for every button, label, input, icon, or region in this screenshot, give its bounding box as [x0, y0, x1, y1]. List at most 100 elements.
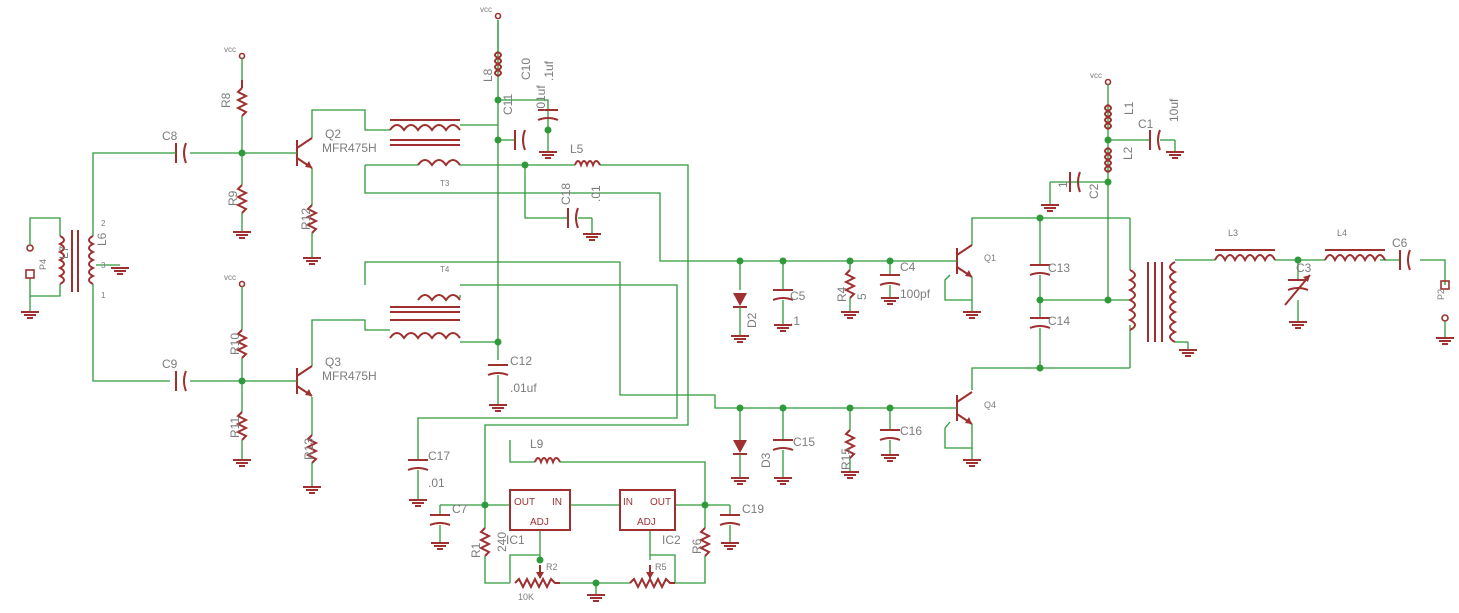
svg-text:.01: .01 [428, 476, 445, 490]
svg-text:L5: L5 [570, 142, 584, 156]
connectors: P4 P2 [25, 225, 1450, 338]
r2-pot: R2 10K [514, 562, 560, 602]
q4: Q4 [944, 391, 996, 460]
r8: R8 [219, 80, 249, 130]
ground-symbol [233, 459, 251, 467]
svg-text:L3: L3 [1228, 228, 1238, 238]
svg-text:IC2: IC2 [662, 533, 681, 547]
r15: R15 [839, 429, 857, 472]
l3: L3 [1214, 228, 1276, 263]
r6: R6 [690, 505, 712, 560]
svg-text:L9: L9 [530, 437, 544, 451]
svg-text:.01: .01 [589, 185, 603, 202]
l2: L2 [1104, 146, 1135, 173]
svg-text:T3: T3 [440, 179, 450, 188]
ground-symbol [539, 151, 557, 159]
svg-text:R9: R9 [226, 190, 240, 206]
ground-symbol [21, 311, 39, 319]
ground-symbol [233, 231, 251, 239]
svg-text:10K: 10K [518, 592, 534, 602]
svg-text:C12: C12 [510, 354, 532, 368]
svg-text:vcc: vcc [224, 45, 236, 54]
c3-variable: C3 [1284, 261, 1312, 306]
c11: C11.01uf [501, 85, 548, 151]
svg-text:ADJ: ADJ [637, 517, 656, 528]
r5-pot: R5 [629, 562, 675, 590]
svg-text:C15: C15 [793, 435, 815, 449]
c8: C8 [162, 129, 187, 164]
l9: L9 [530, 437, 561, 465]
svg-text:C6: C6 [1392, 236, 1408, 250]
svg-text:IN: IN [552, 497, 562, 508]
l1: L1 [1104, 101, 1136, 130]
svg-text:L8: L8 [481, 68, 495, 82]
r9: R9 [226, 175, 249, 232]
svg-text:vcc: vcc [224, 273, 236, 282]
ground-symbol [963, 459, 981, 467]
svg-text:C9: C9 [162, 357, 178, 371]
ground-symbol [303, 486, 321, 494]
svg-text:C2: C2 [1087, 183, 1101, 199]
svg-text:C16: C16 [900, 424, 922, 438]
svg-text:240: 240 [495, 532, 509, 552]
c18: C18.01 [559, 183, 603, 234]
l5: L5 [570, 142, 601, 168]
ground-symbol [963, 311, 981, 319]
svg-text:Q4: Q4 [984, 400, 996, 410]
c10: C10.1uf [519, 58, 559, 121]
ground-symbol [1041, 204, 1059, 212]
ground-symbol [431, 542, 449, 550]
svg-text:D3: D3 [759, 452, 773, 468]
svg-text:IN: IN [623, 497, 633, 508]
svg-text:MFR475H: MFR475H [322, 141, 377, 155]
svg-text:C10: C10 [519, 58, 533, 80]
svg-text:OUT: OUT [650, 497, 671, 508]
capacitors: C8 C9 C10.1uf C11.01uf C18.01 C12.01uf C… [162, 58, 1411, 543]
c13: C13 [1029, 261, 1070, 300]
svg-text:L6: L6 [95, 232, 109, 246]
svg-text:C8: C8 [162, 129, 178, 143]
svg-text:.1: .1 [790, 314, 800, 328]
ground-symbol [1436, 337, 1454, 345]
ground-symbol [409, 499, 427, 507]
vcc-r8: vcc [224, 45, 246, 80]
svg-text:C17: C17 [428, 449, 450, 463]
r11: R11 [228, 405, 249, 460]
svg-text:C13: C13 [1048, 261, 1070, 275]
svg-text:R6: R6 [690, 538, 704, 554]
svg-text:3: 3 [101, 261, 106, 270]
ground-symbol [721, 542, 739, 550]
l4: L4 [1324, 228, 1386, 263]
svg-text:R8: R8 [219, 92, 233, 108]
grounds [21, 151, 1454, 602]
inductors: L8 L5 L9 L1 L2 L3 L4 [481, 20, 1386, 465]
svg-text:L1: L1 [1122, 101, 1136, 115]
c5: C5.1 [772, 289, 806, 328]
ground-symbol [587, 594, 605, 602]
svg-text:D2: D2 [745, 312, 759, 328]
svg-text:C11: C11 [501, 94, 515, 115]
svg-text:R4: R4 [835, 286, 849, 302]
svg-text:R15: R15 [839, 448, 853, 470]
svg-text:1: 1 [1056, 181, 1070, 188]
svg-text:vcc: vcc [480, 5, 492, 14]
r13: R13 [302, 430, 319, 487]
ground-symbol [774, 477, 792, 485]
ground-symbol [111, 267, 129, 275]
ic1: OUT IN ADJ IC1 [506, 489, 571, 547]
p4: P4 [25, 225, 48, 312]
q2: Q2 MFR475H [290, 127, 377, 169]
ground-symbol [489, 404, 507, 412]
vcc-symbols: vcc vcc vcc vcc [224, 5, 1112, 308]
svg-text:5: 5 [855, 293, 869, 300]
svg-text:Q2: Q2 [325, 127, 341, 141]
svg-text:R5: R5 [655, 562, 667, 572]
svg-text:C19: C19 [742, 502, 764, 516]
svg-text:vcc: vcc [1090, 71, 1102, 80]
ground-symbol [1179, 349, 1197, 357]
l8: L8 [481, 20, 502, 82]
svg-text:R2: R2 [546, 562, 558, 572]
svg-text:100pf: 100pf [900, 287, 931, 301]
svg-text:R12: R12 [299, 208, 313, 230]
